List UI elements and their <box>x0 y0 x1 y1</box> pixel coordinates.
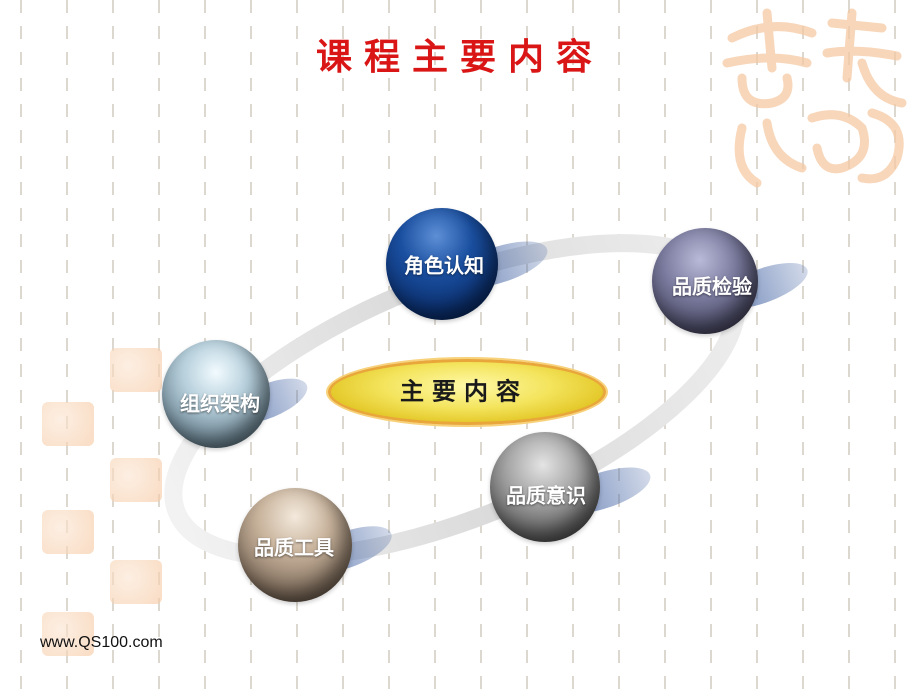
node-awareness-label: 品质意识 <box>506 483 586 508</box>
footer-url: www.QS100.com <box>40 634 163 651</box>
node-inspection-label: 品质检验 <box>672 274 752 299</box>
decorative-stamp <box>42 402 94 446</box>
node-org-label: 组织架构 <box>180 391 260 416</box>
decorative-stamp <box>42 510 94 554</box>
node-inspection-sphere[interactable] <box>652 228 758 334</box>
decorative-stamp <box>110 458 162 502</box>
decorative-stamp <box>42 612 94 656</box>
center-topic-pill[interactable] <box>328 359 606 425</box>
node-tools-label: 品质工具 <box>254 535 334 560</box>
center-topic-label: 主要内容 <box>400 376 528 406</box>
node-tools-sphere[interactable] <box>238 488 352 602</box>
node-role-sphere[interactable] <box>386 208 498 320</box>
decorative-stamp <box>110 348 162 392</box>
node-org-sphere[interactable] <box>162 340 270 448</box>
node-role-label: 角色认知 <box>404 253 484 278</box>
page-title: 课程主要内容 <box>315 36 604 78</box>
node-awareness-sphere[interactable] <box>490 432 600 542</box>
decorative-stamp <box>110 560 162 604</box>
decorative-calligraphy-logo <box>722 8 907 188</box>
